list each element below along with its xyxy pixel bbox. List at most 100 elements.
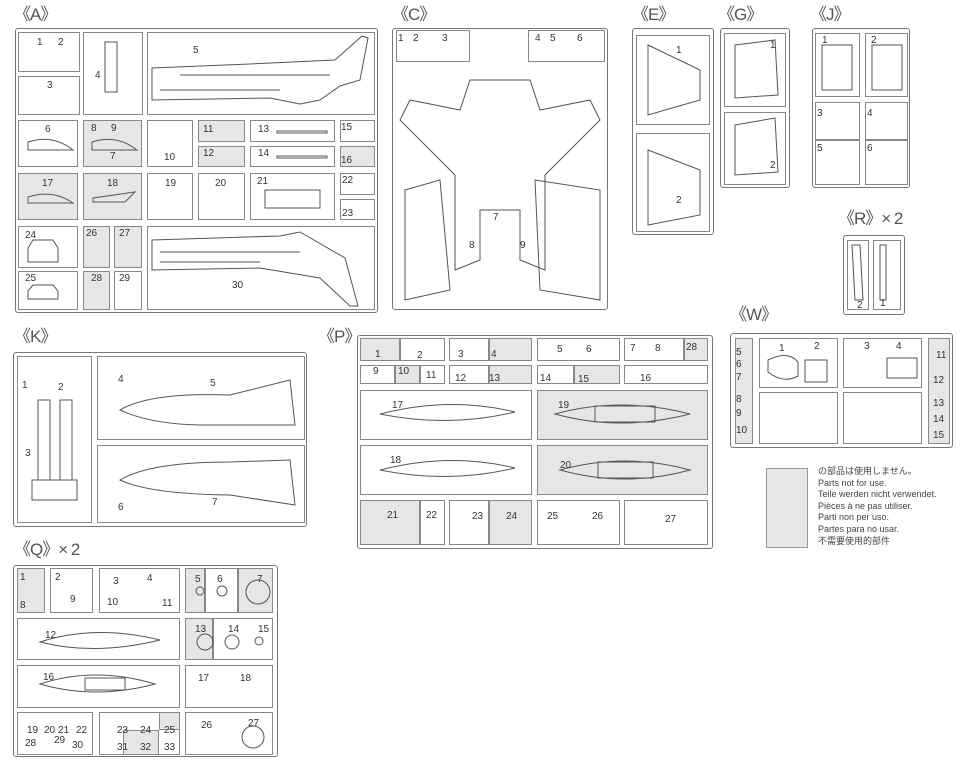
part-number-w: 13 bbox=[933, 398, 945, 409]
part-number-e: 2 bbox=[676, 195, 682, 206]
part-number-a: 19 bbox=[165, 178, 177, 189]
part-number-p: 20 bbox=[560, 460, 572, 471]
part-cell bbox=[420, 500, 445, 545]
part-number-q: 4 bbox=[147, 573, 153, 584]
part-number-a: 16 bbox=[341, 155, 353, 166]
part-cell bbox=[17, 356, 92, 523]
part-cell bbox=[250, 146, 335, 167]
part-number-a: 6 bbox=[45, 124, 51, 135]
unused-part-cell bbox=[123, 730, 159, 755]
part-cell bbox=[873, 240, 901, 310]
part-cell bbox=[537, 365, 574, 384]
part-number-j: 4 bbox=[867, 108, 873, 119]
unused-part-cell bbox=[360, 500, 420, 545]
part-cell bbox=[420, 365, 445, 384]
unused-part-cell bbox=[83, 226, 110, 268]
part-number-p: 4 bbox=[491, 349, 497, 360]
part-number-a: 12 bbox=[203, 148, 215, 159]
unused-part-cell bbox=[238, 568, 273, 613]
sheet-q-title: 《Q》× 2 bbox=[14, 540, 80, 559]
unused-part-cell bbox=[185, 568, 205, 613]
part-cell bbox=[360, 365, 395, 384]
part-number-c: 2 bbox=[413, 33, 419, 44]
part-cell bbox=[147, 120, 193, 167]
part-number-g: 2 bbox=[770, 160, 776, 171]
part-number-j: 1 bbox=[822, 35, 828, 46]
part-cell bbox=[449, 365, 489, 384]
part-number-q: 5 bbox=[195, 574, 201, 585]
part-number-a: 28 bbox=[91, 273, 103, 284]
part-cell bbox=[250, 120, 335, 142]
part-number-a: 10 bbox=[164, 152, 176, 163]
part-number-q: 9 bbox=[70, 594, 76, 605]
part-cell bbox=[205, 568, 238, 613]
part-cell bbox=[865, 33, 908, 97]
part-number-a: 4 bbox=[95, 70, 101, 81]
part-number-p: 17 bbox=[392, 400, 404, 411]
part-number-p: 19 bbox=[558, 400, 570, 411]
part-number-g: 1 bbox=[770, 40, 776, 51]
part-cell bbox=[340, 173, 375, 195]
part-cell bbox=[99, 568, 180, 613]
part-cell bbox=[724, 33, 786, 107]
part-number-j: 3 bbox=[817, 108, 823, 119]
legend-line: 不需要使用的部件 bbox=[818, 535, 891, 546]
part-number-p: 18 bbox=[390, 455, 402, 466]
legend-line: の部品は使用しません。 bbox=[818, 466, 917, 476]
part-number-p: 3 bbox=[458, 349, 464, 360]
part-number-c: 1 bbox=[398, 33, 404, 44]
part-cell bbox=[18, 226, 78, 268]
part-number-a: 3 bbox=[47, 80, 53, 91]
part-number-a: 18 bbox=[107, 178, 119, 189]
part-number-e: 1 bbox=[676, 45, 682, 56]
sprue-sheet-w bbox=[730, 333, 953, 448]
part-cell bbox=[18, 76, 80, 115]
part-number-p: 14 bbox=[540, 373, 552, 384]
part-number-q: 17 bbox=[198, 673, 210, 684]
part-number-a: 23 bbox=[342, 208, 354, 219]
part-cell bbox=[528, 30, 605, 62]
part-cell bbox=[147, 173, 193, 220]
part-number-q: 23 bbox=[117, 725, 129, 736]
part-number-p: 10 bbox=[398, 366, 410, 377]
unused-part-cell bbox=[114, 226, 142, 268]
part-number-j: 5 bbox=[817, 143, 823, 154]
part-number-w: 7 bbox=[736, 372, 742, 383]
part-cell bbox=[185, 712, 273, 755]
sheet-a-title: 《A》 bbox=[14, 5, 57, 24]
part-number-q: 15 bbox=[258, 624, 270, 635]
part-cell bbox=[83, 32, 143, 115]
unused-parts-swatch bbox=[766, 468, 808, 548]
part-cell bbox=[759, 392, 838, 444]
part-number-k: 3 bbox=[25, 448, 31, 459]
sheet-k-title: 《K》 bbox=[14, 327, 57, 346]
part-number-p: 23 bbox=[472, 511, 484, 522]
part-number-a: 26 bbox=[86, 228, 98, 239]
part-cell bbox=[624, 365, 708, 384]
unused-part-cell bbox=[198, 120, 245, 142]
part-number-q: 10 bbox=[107, 597, 119, 608]
unused-part-cell bbox=[735, 338, 753, 444]
legend-line: Teile werden nicht verwendet. bbox=[818, 489, 937, 500]
part-number-a: 20 bbox=[215, 178, 227, 189]
part-number-a: 29 bbox=[119, 273, 131, 284]
part-number-p: 27 bbox=[665, 514, 677, 525]
part-number-q: 18 bbox=[240, 673, 252, 684]
part-cell bbox=[250, 173, 335, 220]
part-cell bbox=[843, 392, 922, 444]
sheet-g-title: 《G》 bbox=[718, 5, 763, 24]
part-number-w: 1 bbox=[779, 343, 785, 354]
part-cell bbox=[198, 173, 245, 220]
part-number-k: 1 bbox=[22, 380, 28, 391]
part-number-p: 1 bbox=[375, 349, 381, 360]
part-number-a: 11 bbox=[203, 124, 214, 135]
part-number-w: 3 bbox=[864, 341, 870, 352]
part-number-a: 7 bbox=[110, 151, 116, 162]
part-number-c: 4 bbox=[535, 33, 541, 44]
part-number-j: 2 bbox=[871, 35, 877, 46]
part-cell bbox=[624, 338, 684, 361]
part-cell bbox=[624, 500, 708, 545]
part-cell bbox=[97, 356, 305, 440]
part-number-q: 16 bbox=[43, 672, 55, 683]
part-number-w: 14 bbox=[933, 414, 945, 425]
